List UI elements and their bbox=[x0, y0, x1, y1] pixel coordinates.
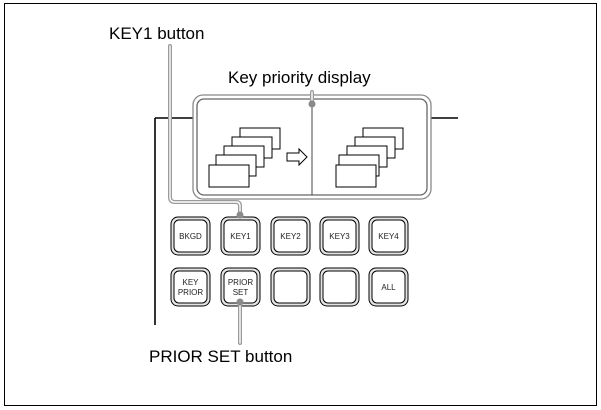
key-prior-button-label-line1: KEY bbox=[182, 278, 199, 287]
key3-button[interactable]: KEY3 bbox=[319, 216, 360, 256]
key-priority-display-callout-label: Key priority display bbox=[228, 68, 371, 87]
key1-button-callout-leader bbox=[168, 44, 244, 219]
right-hollow-arrow-icon bbox=[286, 147, 308, 167]
key1-button-callout-label: KEY1 button bbox=[109, 24, 205, 43]
bkgd-button-label: BKGD bbox=[179, 232, 202, 241]
right-key-layer-stack bbox=[335, 127, 404, 188]
key-prior-button[interactable]: KEY PRIOR bbox=[170, 267, 211, 307]
all-button[interactable]: ALL bbox=[368, 267, 409, 307]
blank-button-1[interactable] bbox=[270, 267, 311, 307]
figure-frame bbox=[4, 3, 597, 406]
prior-set-button-callout-leader bbox=[236, 298, 244, 345]
key-priority-display-callout-leader bbox=[308, 90, 316, 108]
key-prior-button-label-line2: PRIOR bbox=[178, 288, 204, 297]
all-button-label: ALL bbox=[381, 283, 396, 292]
key4-button-label: KEY4 bbox=[378, 232, 399, 241]
prior-set-button[interactable]: PRIOR SET bbox=[220, 267, 261, 307]
prior-set-button-callout-label: PRIOR SET button bbox=[149, 347, 293, 366]
key2-button[interactable]: KEY2 bbox=[270, 216, 311, 256]
key3-button-label: KEY3 bbox=[329, 232, 350, 241]
left-key-layer-stack bbox=[208, 127, 281, 188]
blank-button-2[interactable] bbox=[319, 267, 360, 307]
key1-button-label: KEY1 bbox=[230, 232, 251, 241]
key4-button[interactable]: KEY4 bbox=[368, 216, 409, 256]
bkgd-button[interactable]: BKGD bbox=[170, 216, 211, 256]
prior-set-button-label-line2: SET bbox=[233, 288, 249, 297]
key1-button[interactable]: KEY1 bbox=[220, 216, 261, 256]
key2-button-label: KEY2 bbox=[280, 232, 301, 241]
prior-set-button-label-line1: PRIOR bbox=[228, 278, 254, 287]
